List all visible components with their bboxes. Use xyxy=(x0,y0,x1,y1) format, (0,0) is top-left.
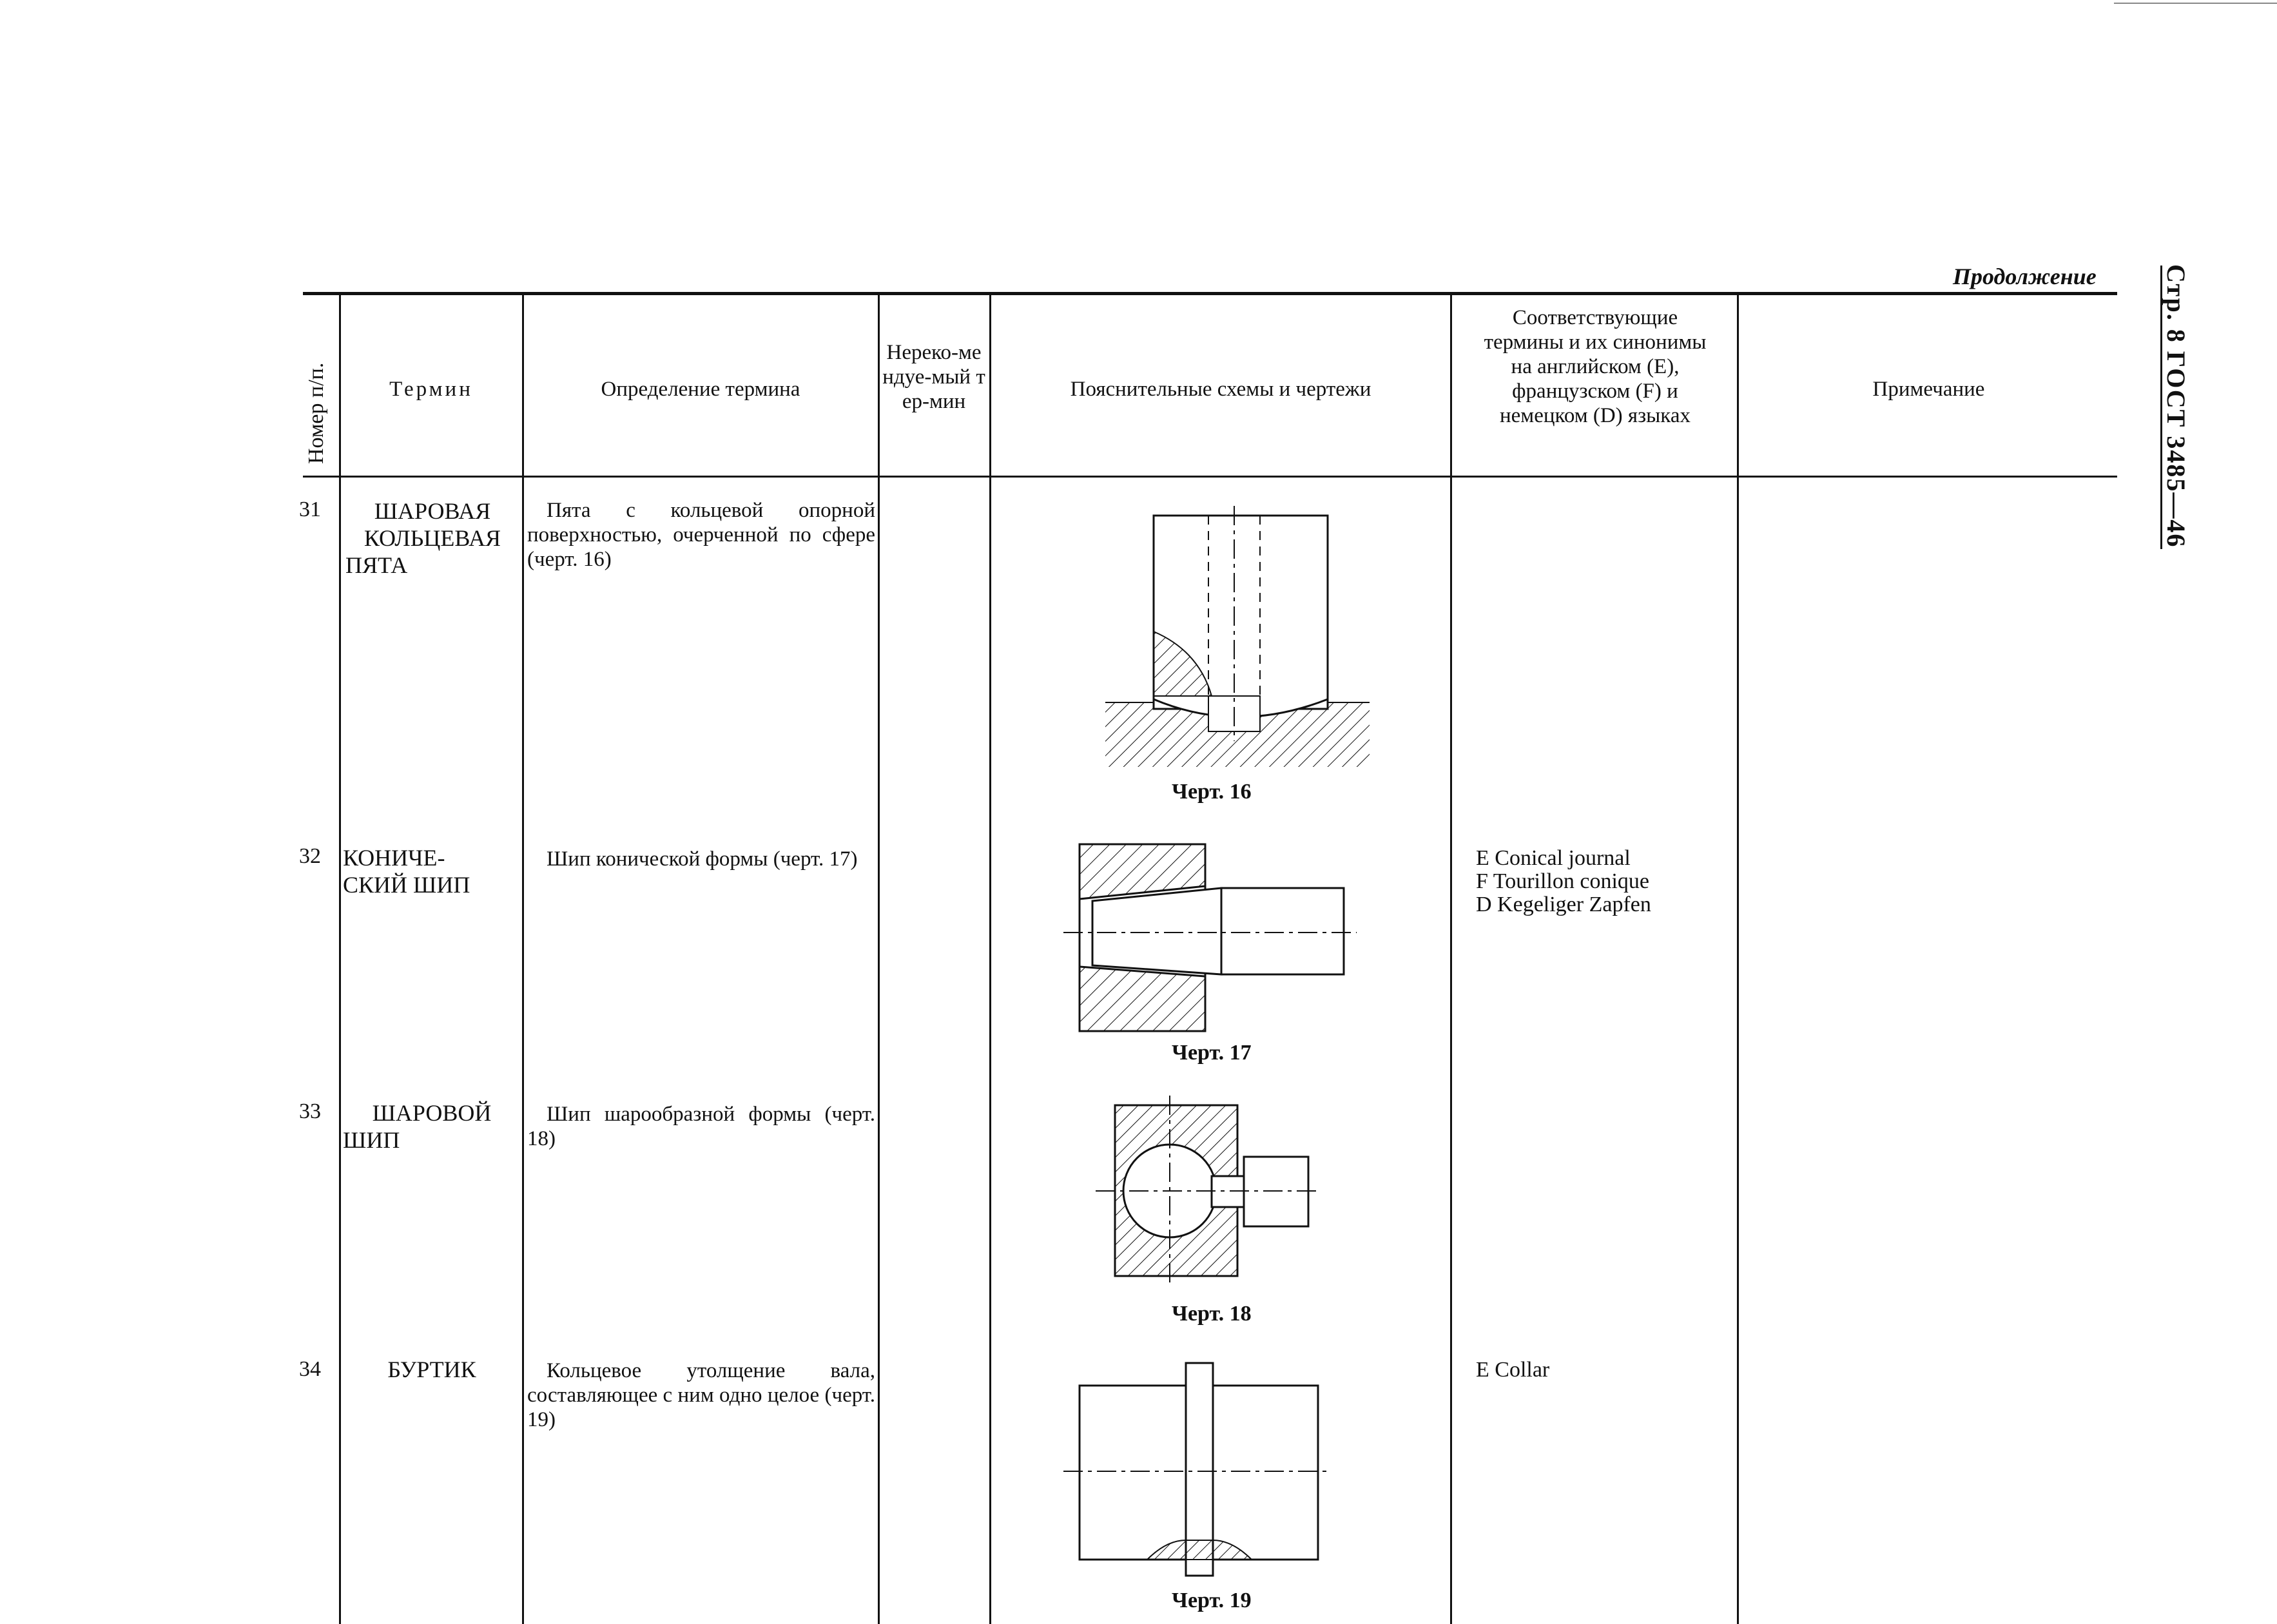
row-33-term-line-1: ШАРОВОЙ xyxy=(372,1100,492,1126)
row-32-term-line-2: СКИЙ ШИП xyxy=(343,872,470,898)
row-31-term: ШАРОВАЯ КОЛЬЦЕВАЯ ПЯТА xyxy=(345,498,519,579)
row-31-term-line-1: ШАРОВАЯ xyxy=(374,498,491,524)
row-34-definition: Кольцевое утолщение вала, составляющее с… xyxy=(527,1359,875,1431)
continuation-label: Продолжение xyxy=(1953,264,2097,289)
row-32-synonym-d: D Kegeliger Zapfen xyxy=(1476,893,1651,916)
drawing-17 xyxy=(1063,843,1357,1032)
row-32-synonyms: E Conical journal F Tourillon conique D … xyxy=(1476,847,1721,916)
header-diagrams: Пояснительные схемы и чертежи xyxy=(1070,378,1371,401)
row-31-term-line-2: КОЛЬЦЕВАЯ xyxy=(363,525,501,551)
margin-header-rule xyxy=(2160,266,2162,549)
header-not-recommended: Нереко-мендуе-мый тер-мин xyxy=(882,341,985,413)
header-term: Термин xyxy=(389,378,473,401)
top-right-line xyxy=(2114,3,2277,4)
row-33-term: ШАРОВОЙ ШИП xyxy=(343,1099,521,1154)
header-number-text: Номер п/п. xyxy=(304,362,328,464)
row-33-term-line-2: ШИП xyxy=(343,1127,400,1153)
row-34-synonym-e: E Collar xyxy=(1476,1358,1550,1382)
row-33-definition: Шип шарообразной формы (черт. 18) xyxy=(527,1103,875,1150)
col-divider-2 xyxy=(522,295,524,1624)
col-divider-3 xyxy=(878,295,880,1624)
row-34-term: БУРТИК xyxy=(343,1356,521,1383)
table-header-bottom-rule xyxy=(303,476,2117,478)
row-32-term-line-1: КОНИЧЕ- xyxy=(343,845,445,871)
drawing-18 xyxy=(1096,1096,1318,1282)
header-number: Номер п/п. xyxy=(304,363,329,464)
row-31-term-line-3: ПЯТА xyxy=(345,552,408,578)
table-top-rule xyxy=(303,292,2117,295)
col-divider-5 xyxy=(1450,295,1452,1624)
col-divider-1 xyxy=(339,295,341,1624)
drawing-19 xyxy=(1063,1362,1331,1577)
margin-header: Стр. 8 ГОСТ 3485—46 xyxy=(2161,264,2191,548)
header-note: Примечание xyxy=(1872,378,1985,401)
col-divider-4 xyxy=(989,295,991,1624)
caption-18: Черт. 18 xyxy=(1172,1302,1252,1326)
row-31-definition: Пята с кольцевой опорной поверхностью, о… xyxy=(527,499,875,571)
row-31-number: 31 xyxy=(299,498,321,521)
row-32-synonym-e: E Conical journal xyxy=(1476,846,1631,870)
col-divider-6 xyxy=(1737,295,1739,1624)
row-34-number: 34 xyxy=(299,1357,321,1381)
row-33-number: 33 xyxy=(299,1099,321,1123)
row-34-synonyms: E Collar xyxy=(1476,1358,1721,1382)
caption-16: Черт. 16 xyxy=(1172,780,1252,804)
margin-header-text: Стр. 8 ГОСТ 3485—46 xyxy=(2162,264,2191,548)
row-32-definition: Шип конической формы (черт. 17) xyxy=(547,847,858,871)
header-synonyms: Соответствующие термины и их синонимы на… xyxy=(1484,306,1707,427)
header-definition: Определение термина xyxy=(601,378,800,401)
row-32-number: 32 xyxy=(299,844,321,868)
caption-17: Черт. 17 xyxy=(1172,1041,1252,1065)
row-32-synonym-f: F Tourillon conique xyxy=(1476,869,1649,893)
row-34-term-line-1: БУРТИК xyxy=(387,1357,476,1382)
row-32-term: КОНИЧЕ- СКИЙ ШИП xyxy=(343,844,521,898)
drawing-16 xyxy=(1105,506,1370,767)
caption-19: Черт. 19 xyxy=(1172,1589,1252,1612)
